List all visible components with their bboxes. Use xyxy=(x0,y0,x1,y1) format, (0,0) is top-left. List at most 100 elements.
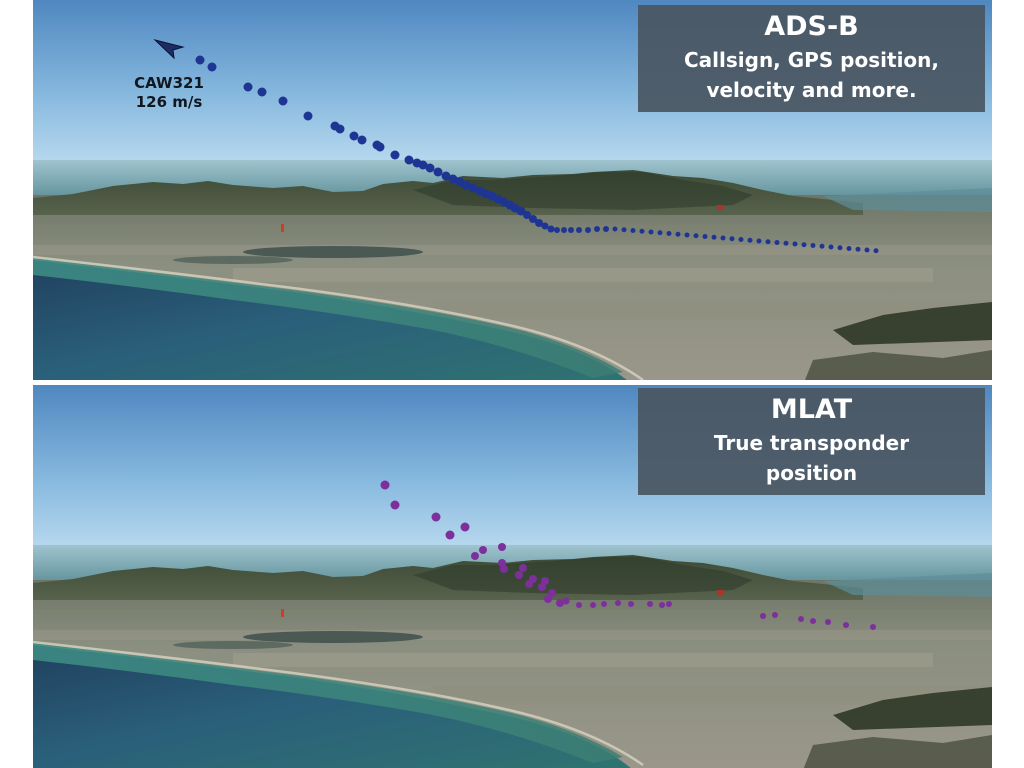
adsb-position-dot xyxy=(846,246,852,251)
adsb-position-dot xyxy=(783,240,789,246)
adsb-position-dot xyxy=(630,228,636,233)
adsb-position-dot xyxy=(774,240,780,245)
adsb-position-dot xyxy=(335,124,345,134)
mlat-description: True transponder position xyxy=(713,431,910,485)
aircraft-callsign: CAW321 xyxy=(134,74,204,92)
adsb-position-dot xyxy=(855,246,861,252)
adsb-position-dot xyxy=(594,226,600,232)
mlat-position-dot xyxy=(601,601,607,607)
mlat-position-dot xyxy=(628,601,634,607)
mlat-position-dot xyxy=(541,577,549,585)
adsb-position-dot xyxy=(711,234,717,240)
adsb-position-dot xyxy=(529,215,537,223)
mlat-position-dot xyxy=(760,613,766,619)
adsb-position-dot xyxy=(357,135,367,145)
mlat-position-dot xyxy=(390,500,400,510)
adsb-position-dot xyxy=(810,243,816,248)
mlat-position-dot xyxy=(562,597,570,605)
adsb-position-dot xyxy=(541,222,549,230)
adsb-position-dot xyxy=(693,233,699,239)
mlat-position-dot xyxy=(538,583,546,591)
adsb-label-box: ADS-B Callsign, GPS position, velocity a… xyxy=(638,5,985,112)
adsb-position-dot xyxy=(639,228,645,234)
aircraft-arrow-icon[interactable] xyxy=(153,39,185,60)
adsb-position-dot xyxy=(837,245,843,251)
mlat-position-dot xyxy=(590,602,596,608)
adsb-position-dot xyxy=(756,238,762,244)
mlat-position-dot xyxy=(445,530,455,540)
mlat-position-dot xyxy=(471,552,479,560)
mlat-label-box: MLAT True transponder position xyxy=(638,388,985,495)
adsb-position-dot xyxy=(729,236,735,242)
mlat-position-dot xyxy=(659,602,665,608)
adsb-position-dot xyxy=(568,227,574,233)
mlat-position-dot xyxy=(870,624,876,630)
mlat-position-dot xyxy=(772,612,778,618)
adsb-position-dot xyxy=(554,227,560,233)
mlat-position-dot xyxy=(380,480,390,490)
mlat-position-dot xyxy=(498,543,506,551)
adsb-position-dot xyxy=(612,226,618,232)
adsb-position-dot xyxy=(257,87,267,97)
adsb-position-dot xyxy=(278,96,288,106)
mlat-position-dot xyxy=(556,599,564,607)
adsb-position-dot xyxy=(375,142,385,152)
mlat-panel: MLAT True transponder position xyxy=(33,385,992,768)
mlat-position-dot xyxy=(548,589,556,597)
adsb-position-dot xyxy=(792,241,798,247)
mlat-position-dot xyxy=(519,564,527,572)
adsb-position-dot xyxy=(603,226,609,232)
mlat-position-dot xyxy=(825,619,831,625)
adsb-position-dot xyxy=(819,243,825,249)
adsb-position-dot xyxy=(441,171,451,181)
mlat-terrain-view xyxy=(33,385,992,768)
adsb-position-dot xyxy=(448,174,458,184)
adsb-position-dot xyxy=(404,155,414,165)
adsb-position-dot xyxy=(425,163,435,173)
adsb-position-dot xyxy=(684,232,690,238)
adsb-position-dot xyxy=(666,231,672,236)
adsb-position-dot xyxy=(207,62,217,72)
mlat-position-dot xyxy=(615,600,621,606)
adsb-position-dot xyxy=(702,234,708,239)
mlat-position-dot xyxy=(544,595,552,603)
adsb-position-dot xyxy=(535,219,543,227)
adsb-position-dot xyxy=(523,211,531,219)
mlat-track xyxy=(380,480,876,630)
adsb-position-dot xyxy=(864,247,870,253)
mlat-position-dot xyxy=(525,580,533,588)
adsb-position-dot xyxy=(765,239,771,245)
adsb-position-dot xyxy=(621,227,627,233)
adsb-position-dot xyxy=(657,230,663,236)
adsb-position-dot xyxy=(418,160,428,170)
adsb-position-dot xyxy=(195,55,205,65)
adsb-position-dot xyxy=(828,244,834,250)
adsb-position-dot xyxy=(648,229,654,235)
adsb-panel: CAW321 126 m/s ADS-B Callsign, GPS posit… xyxy=(33,0,992,380)
adsb-position-dot xyxy=(433,167,443,177)
adsb-position-dot xyxy=(468,183,478,193)
adsb-position-dot xyxy=(561,227,567,233)
mlat-position-dot xyxy=(460,522,470,532)
adsb-position-dot xyxy=(675,231,681,237)
adsb-position-dot xyxy=(873,248,879,254)
adsb-position-dot xyxy=(390,150,400,160)
adsb-position-dot xyxy=(243,82,253,92)
adsb-title: ADS-B xyxy=(764,11,859,42)
mlat-position-dot xyxy=(810,618,816,624)
mlat-position-dot xyxy=(431,512,441,522)
mlat-position-dot xyxy=(515,571,523,579)
adsb-track xyxy=(195,55,879,254)
aircraft-speed: 126 m/s xyxy=(135,93,203,111)
mlat-position-dot xyxy=(479,546,487,554)
adsb-terrain-view xyxy=(33,0,992,380)
adsb-position-dot xyxy=(349,131,359,141)
adsb-position-dot xyxy=(720,235,726,241)
adsb-position-dot xyxy=(585,227,591,233)
adsb-position-dot xyxy=(303,111,313,121)
adsb-position-dot xyxy=(738,237,744,242)
mlat-position-dot xyxy=(500,565,508,573)
adsb-position-dot xyxy=(576,227,582,233)
mlat-position-dot xyxy=(576,602,582,608)
mlat-title: MLAT xyxy=(770,394,853,425)
